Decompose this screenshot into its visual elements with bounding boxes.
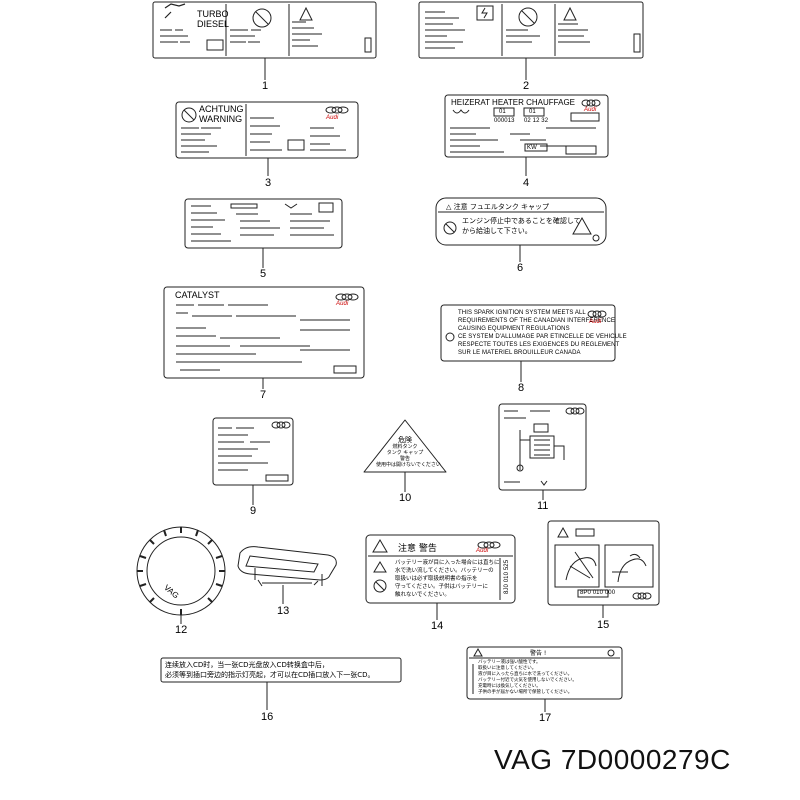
label-8-brand: Audi: [589, 319, 602, 325]
label-10-line-4: 使用中は開けないでください: [376, 462, 441, 468]
callout-12: 12: [175, 624, 188, 636]
label-6-row2: から給油して下さい。: [462, 227, 532, 235]
label-8-line-3: CAUSING EQUIPMENT REGULATIONS: [458, 326, 570, 332]
label-8-line-5: RESPECTE TOUTES LES EXIGENCES DU REGLEME…: [458, 342, 620, 348]
label-16-text: 连续放入CD时，当一张CD光盘放入CD转换盒中后， 必须等到插口旁边的指示灯亮起…: [165, 660, 375, 680]
leader-lines: [180, 58, 604, 712]
label-17-line-2: 取扱いに注意してください。: [478, 666, 537, 671]
callout-4: 4: [523, 177, 530, 189]
label-4-heater: [444, 94, 609, 158]
label-2: [418, 1, 644, 59]
label-8-canada: [440, 304, 616, 362]
part-number-caption: VAG 7D0000279C: [494, 744, 731, 775]
label-6-header: △ 注意 フュエルタンク キャップ: [446, 203, 550, 211]
callout-2: 2: [523, 80, 530, 92]
label-8-line-6: SUR LE MATERIEL BROUILLEUR CANADA: [458, 350, 581, 356]
label-16-line1: 连续放入CD时，当一张CD光盘放入CD转换盒中后，: [165, 661, 329, 669]
label-14-header: 注意 警告: [398, 544, 437, 554]
label-8-line-1: THIS SPARK IGNITION SYSTEM MEETS ALL: [458, 310, 586, 316]
label-17-line-3: 液が目に入ったら直ちに水で洗ってください。: [478, 672, 573, 677]
label-7-title: CATALYST: [175, 290, 220, 300]
label-4-title: HEIZERAT HEATER CHAUFFAGE: [451, 98, 576, 107]
label-14-battery-jp: [365, 534, 516, 604]
label-3-achtung: [175, 101, 359, 159]
label-1-text: TURBO DIESEL: [197, 9, 229, 29]
label-14-line-2: 水で洗い流してください。バッテリーの: [395, 568, 494, 574]
callout-14: 14: [431, 620, 444, 632]
label-3-line1: ACHTUNG: [199, 104, 244, 114]
label-1-line1: TURBO: [197, 9, 229, 19]
callout-10: 10: [399, 492, 412, 504]
label-14-line-5: 触れないでください。: [395, 592, 450, 598]
label-7-catalyst: [163, 286, 365, 379]
label-16-line2: 必须等到插口旁边的指示灯亮起，才可以在CD插口放入下一张CD。: [165, 671, 375, 679]
callout-6: 6: [517, 262, 524, 274]
label-9: [212, 417, 294, 486]
callout-7: 7: [260, 389, 267, 401]
label-10-title: 危険: [398, 436, 412, 444]
label-10-line-2: タンク キャップ: [386, 450, 424, 456]
label-4-code2: 02 12 32: [524, 118, 549, 124]
label-10-text: 燃料タンク タンク キャップ 警告 使用中は開けないでください: [376, 444, 441, 468]
label-4-brand: Audi: [584, 107, 597, 113]
label-14-text: バッテリー液が目に入った場合には直ちに 水で洗い流してください。バッテリーの 取…: [395, 559, 500, 599]
label-4-kw: KW: [527, 145, 537, 151]
label-1-line2: DIESEL: [197, 19, 230, 29]
label-8-line-2: REQUIREMENTS OF THE CANADIAN INTERFERENC…: [458, 318, 616, 324]
label-8-text: THIS SPARK IGNITION SYSTEM MEETS ALL REQ…: [458, 309, 627, 357]
label-3-brand: Audi: [326, 115, 339, 121]
label-14-line-3: 取扱いは必ず取扱説明書の指示を: [395, 576, 478, 582]
label-4-code1: 000013: [494, 118, 515, 124]
label-13-tray: [237, 546, 337, 587]
label-14-brand: Audi: [476, 548, 489, 554]
label-15-code: 8P0 010 000: [580, 590, 616, 596]
label-7-brand: Audi: [336, 301, 349, 307]
callout-5: 5: [260, 268, 267, 280]
callout-15: 15: [597, 619, 610, 631]
label-12-round-disc: [136, 526, 226, 616]
label-1-turbo-diesel: [152, 1, 377, 59]
label-3-text: ACHTUNG WARNING: [199, 104, 244, 124]
label-14-code: 8J0 010 525: [504, 559, 510, 594]
label-17-title: 警告 !: [530, 650, 547, 657]
label-10-line-3: 警告: [399, 456, 410, 462]
callout-17: 17: [539, 712, 552, 724]
label-10-line-1: 燃料タンク: [392, 444, 418, 450]
callout-9: 9: [250, 505, 257, 517]
label-17-line-4: バッテリー付近で火気を使用しないでください。: [478, 678, 577, 683]
callout-13: 13: [277, 605, 290, 617]
label-6-fuel-japanese: [435, 197, 607, 246]
label-14-line-4: 守ってください。子供はバッテリーに: [395, 584, 489, 590]
label-3-line2: WARNING: [199, 114, 243, 124]
label-5: [184, 198, 343, 249]
label-17-line-5: 充電時には換気してください。: [478, 684, 541, 689]
label-6-row1: エンジン停止中であることを確認して: [462, 217, 581, 225]
callout-3: 3: [265, 177, 272, 189]
callout-1: 1: [262, 80, 269, 92]
label-14-line-1: バッテリー液が目に入った場合には直ちに: [395, 560, 500, 566]
callout-11: 11: [537, 500, 549, 512]
callout-8: 8: [518, 382, 525, 394]
label-17-line-6: 子供の手が届かない場所で保管してください。: [478, 690, 573, 695]
label-16-cd-chinese: [160, 657, 402, 683]
callout-16: 16: [261, 711, 274, 723]
label-8-line-4: CE SYSTEM D'ALLUMAGE PAR ETINCELLE DE VE…: [458, 334, 627, 340]
label-4-box1: 01: [499, 109, 506, 115]
label-17-text: バッテリー液は強い酸性です。 取扱いに注意してください。 液が目に入ったら直ちに…: [478, 660, 577, 696]
label-4-box2: 01: [529, 109, 536, 115]
label-11-diagram: [498, 403, 587, 491]
label-17-line-1: バッテリー液は強い酸性です。: [478, 660, 541, 665]
